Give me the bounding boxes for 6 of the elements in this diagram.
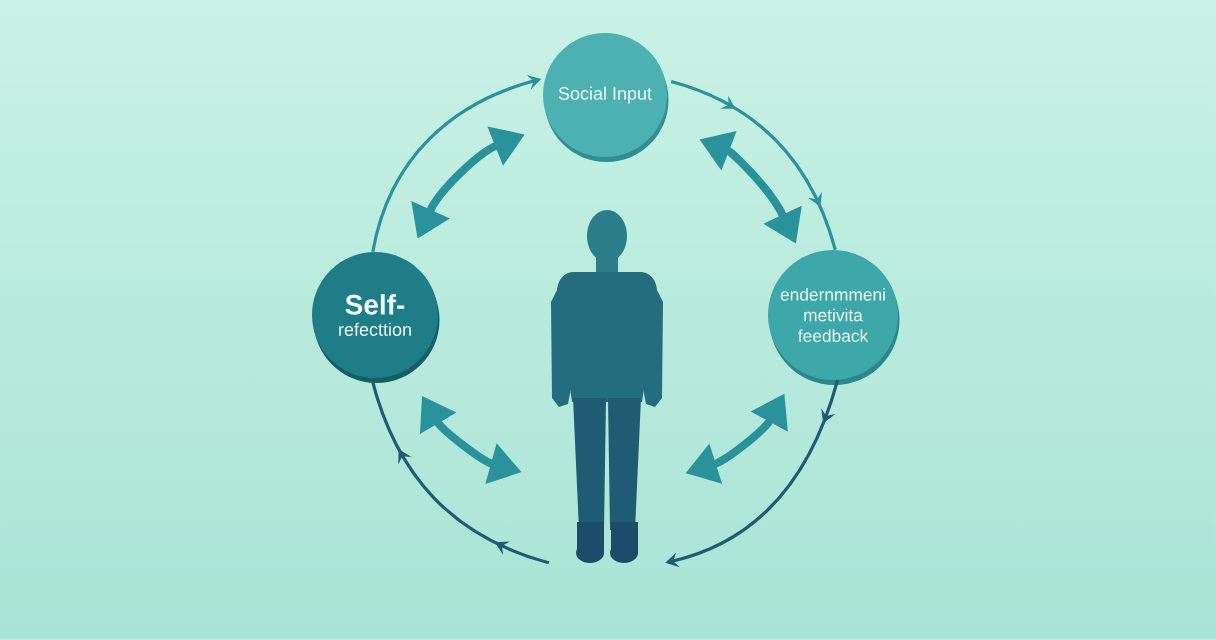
circle-node: endernmmeni metivita feedback [768,250,900,385]
arrow [670,79,837,251]
circle-node: Social Input [543,33,669,162]
circle-node: Self- refecttion [312,252,440,383]
person-silhouette [551,210,663,563]
arrow [370,377,550,565]
